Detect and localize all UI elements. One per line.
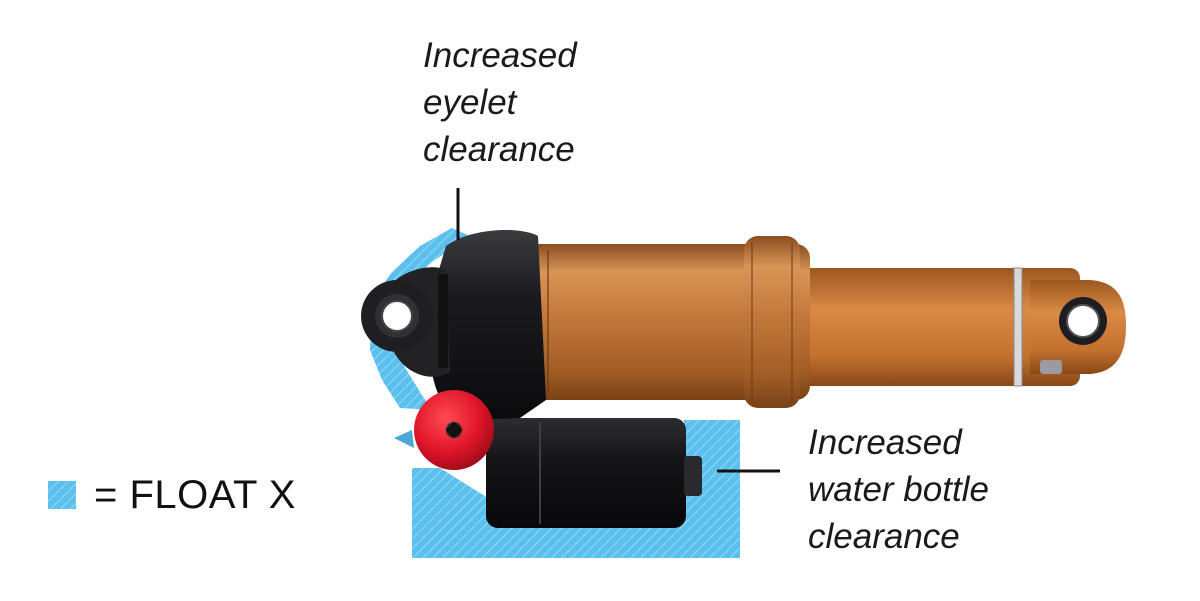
eyelet-callout-line-1: Increased xyxy=(423,36,577,75)
bottle-callout-line-1: Increased xyxy=(808,423,962,462)
air-can xyxy=(520,236,810,408)
legend-label: = FLOAT X xyxy=(94,472,296,517)
bottle-callout-line-3: clearance xyxy=(808,517,960,556)
legend: = FLOAT X xyxy=(48,470,296,520)
bottle-callout-line-2: water bottle xyxy=(808,470,989,509)
eyelet-callout-line-2: eyelet xyxy=(423,83,517,122)
body-eyelet xyxy=(361,280,433,352)
water-bottle-clearance-callout: Increased water bottle clearance xyxy=(808,419,989,560)
rebound-knob xyxy=(394,390,494,470)
eyelet-callout-line-3: clearance xyxy=(423,130,575,169)
float-x-region-eyelet xyxy=(370,228,470,410)
hatched-square-icon xyxy=(48,481,76,509)
shaft-eyelet xyxy=(1059,297,1107,345)
reservoir xyxy=(486,418,702,528)
eyelet-clearance-callout: Increased eyelet clearance xyxy=(423,32,577,173)
damper-shaft xyxy=(790,267,1126,387)
